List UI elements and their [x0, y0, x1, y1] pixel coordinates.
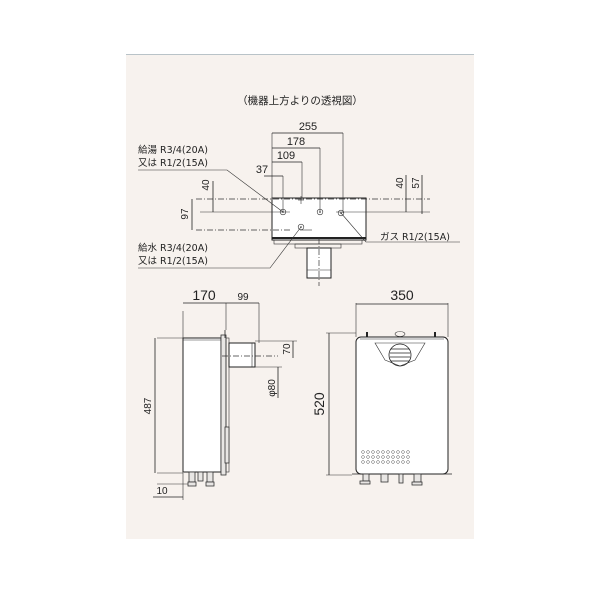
dim-97: 97	[180, 208, 191, 220]
diagram-title: （機器上方よりの透視図）	[237, 94, 363, 107]
dim-350: 350	[390, 287, 414, 303]
hot-water-label-2: 又は R1/2(15A)	[138, 158, 208, 169]
dim-487: 487	[143, 397, 154, 414]
top-view-body	[271, 197, 367, 241]
cold-water-label-2: 又は R1/2(15A)	[138, 256, 208, 267]
dim-40-left: 40	[201, 179, 212, 191]
dim-10: 10	[156, 486, 168, 497]
front-view: 350 520	[311, 287, 452, 486]
dim-70: 70	[282, 343, 293, 355]
exhaust-fan-icon	[388, 343, 412, 367]
dim-178: 178	[287, 136, 305, 148]
side-view-flue	[228, 342, 256, 368]
gas-label: ガス R1/2(15A)	[380, 232, 450, 243]
hot-water-label-1: 給湯 R3/4(20A)	[138, 144, 208, 156]
dim-40-right: 40	[395, 177, 406, 189]
top-view: 255 178 109 37 40 97 40 57 給湯 R3/4(20A) …	[138, 121, 460, 286]
side-view: 170 99 70 φ80 487 10	[143, 287, 297, 500]
dim-99: 99	[237, 292, 249, 303]
cold-water-label-1: 給水 R3/4(20A)	[138, 242, 208, 254]
dim-109: 109	[277, 150, 295, 162]
dim-57: 57	[411, 177, 422, 189]
vent-holes	[361, 450, 410, 464]
dim-37: 37	[256, 164, 268, 176]
dim-170: 170	[192, 287, 216, 303]
dim-255: 255	[299, 121, 317, 133]
front-view-body	[355, 336, 449, 475]
gas-connection-icon	[337, 209, 345, 217]
side-view-body	[182, 337, 222, 473]
dim-phi80: φ80	[267, 379, 278, 397]
cold-water-connection-icon	[297, 223, 305, 231]
dim-520: 520	[311, 392, 327, 416]
